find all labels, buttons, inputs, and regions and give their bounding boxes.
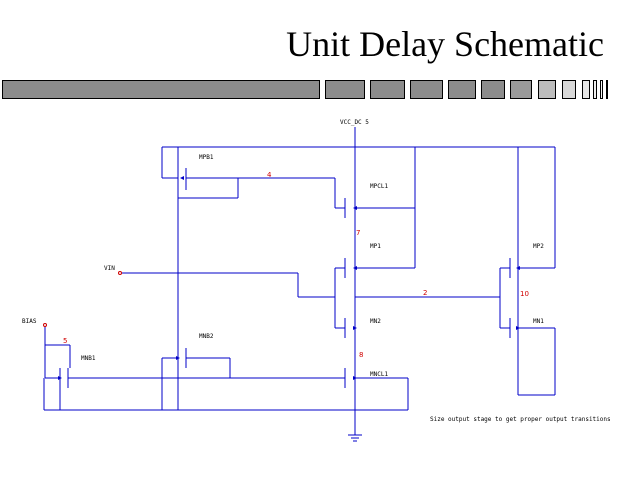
net-node-10: [499, 268, 519, 328]
transistor-mpcl1: [344, 147, 416, 268]
label-mnb1: MNB1: [81, 355, 96, 362]
label-mpb1: MPB1: [199, 154, 214, 161]
node-label-4: 4: [267, 171, 272, 179]
node-label-2: 2: [423, 289, 427, 297]
transistor-mnb1: [43, 368, 408, 411]
header-bar-segment: [410, 80, 443, 99]
header-bar-segment: [562, 80, 576, 99]
node-label-8: 8: [359, 351, 363, 359]
supply-label: VCC_DC 5: [340, 119, 369, 126]
header-bar-segment: [481, 80, 505, 99]
header-bar-segment: [606, 80, 608, 99]
header-bar-segment: [582, 80, 590, 99]
label-mpcl1: MPCL1: [370, 183, 388, 190]
transistor-mn2: [500, 318, 556, 396]
label-mn1: MN2: [370, 318, 381, 325]
node-label-7: 7: [356, 229, 360, 237]
net-node-2: [354, 282, 500, 318]
node-label-5: 5: [63, 337, 67, 345]
header-bar-segment: [593, 80, 597, 99]
label-mp1: MP1: [370, 243, 381, 250]
label-mn2: MN1: [533, 318, 544, 325]
label-mp2: MP2: [533, 243, 544, 250]
transistor-mpb1: [177, 147, 239, 410]
net-vin: [118, 268, 345, 329]
input-label-bias: BIAS: [22, 318, 37, 325]
transistor-mp1: [335, 222, 415, 282]
header-bar-segment: [325, 80, 365, 99]
transistor-mnb2: [161, 348, 231, 410]
header-bar-segment: [370, 80, 405, 99]
transistor-mncl1: [344, 342, 409, 435]
node-label-10: 10: [520, 290, 529, 298]
header-bar-segment: [538, 80, 556, 99]
net-bias: [43, 323, 71, 379]
header-bar-segment: [2, 80, 320, 99]
header-bar-segment: [600, 80, 603, 99]
design-note: Size output stage to get proper output t…: [430, 416, 611, 423]
transistor-mp2: [500, 147, 556, 282]
net-node-4: [238, 177, 345, 209]
supply-rail: [161, 127, 555, 179]
transistor-mn1: [344, 318, 357, 342]
slide-title: Unit Delay Schematic: [286, 24, 604, 64]
header-bar-segment: [448, 80, 476, 99]
label-mncl1: MNCL1: [370, 371, 388, 378]
ground-icon: [348, 434, 362, 442]
header-bar-segment: [510, 80, 532, 99]
input-label-vin: VIN: [104, 265, 115, 272]
label-mnb2: MNB2: [199, 333, 214, 340]
